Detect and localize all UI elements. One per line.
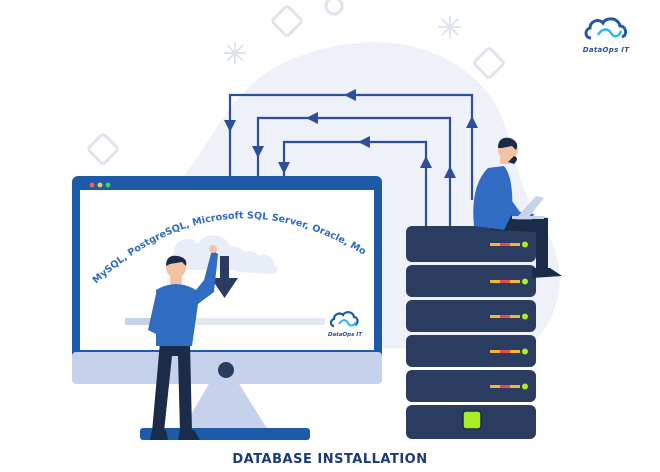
- server-status-lights: [490, 241, 528, 390]
- server-unit: [406, 226, 536, 262]
- server-rack: [406, 226, 536, 439]
- screen-logo-text: DataOps IT: [328, 332, 363, 338]
- page-caption: DATABASE INSTALLATION: [232, 452, 428, 467]
- brand-name: DataOps IT: [582, 46, 630, 54]
- server-unit: [406, 300, 536, 332]
- server-unit: [406, 265, 536, 297]
- server-power-light: [462, 410, 482, 430]
- server-unit: [406, 335, 536, 367]
- monitor-stand: [182, 382, 268, 430]
- cloud-graphic-right: [232, 250, 278, 274]
- brand-cloud-icon: [584, 17, 628, 40]
- screen-logo: [329, 311, 359, 328]
- decorative-shapes: [87, 0, 505, 165]
- standing-person: [148, 245, 218, 440]
- arrowheads: [224, 89, 478, 178]
- download-arrow-shaft: [220, 256, 229, 280]
- download-arrow-icon: [211, 278, 238, 298]
- laptop-icon: [518, 196, 544, 218]
- server-unit: [406, 370, 536, 402]
- power-button: [218, 362, 234, 378]
- window-dot-red: [89, 182, 95, 188]
- brand-logo: DataOps IT: [566, 16, 646, 54]
- window-dot-yellow: [97, 182, 103, 188]
- sitting-person: [473, 137, 562, 278]
- install-progress-track: [125, 318, 325, 325]
- window-dot-green: [105, 182, 111, 188]
